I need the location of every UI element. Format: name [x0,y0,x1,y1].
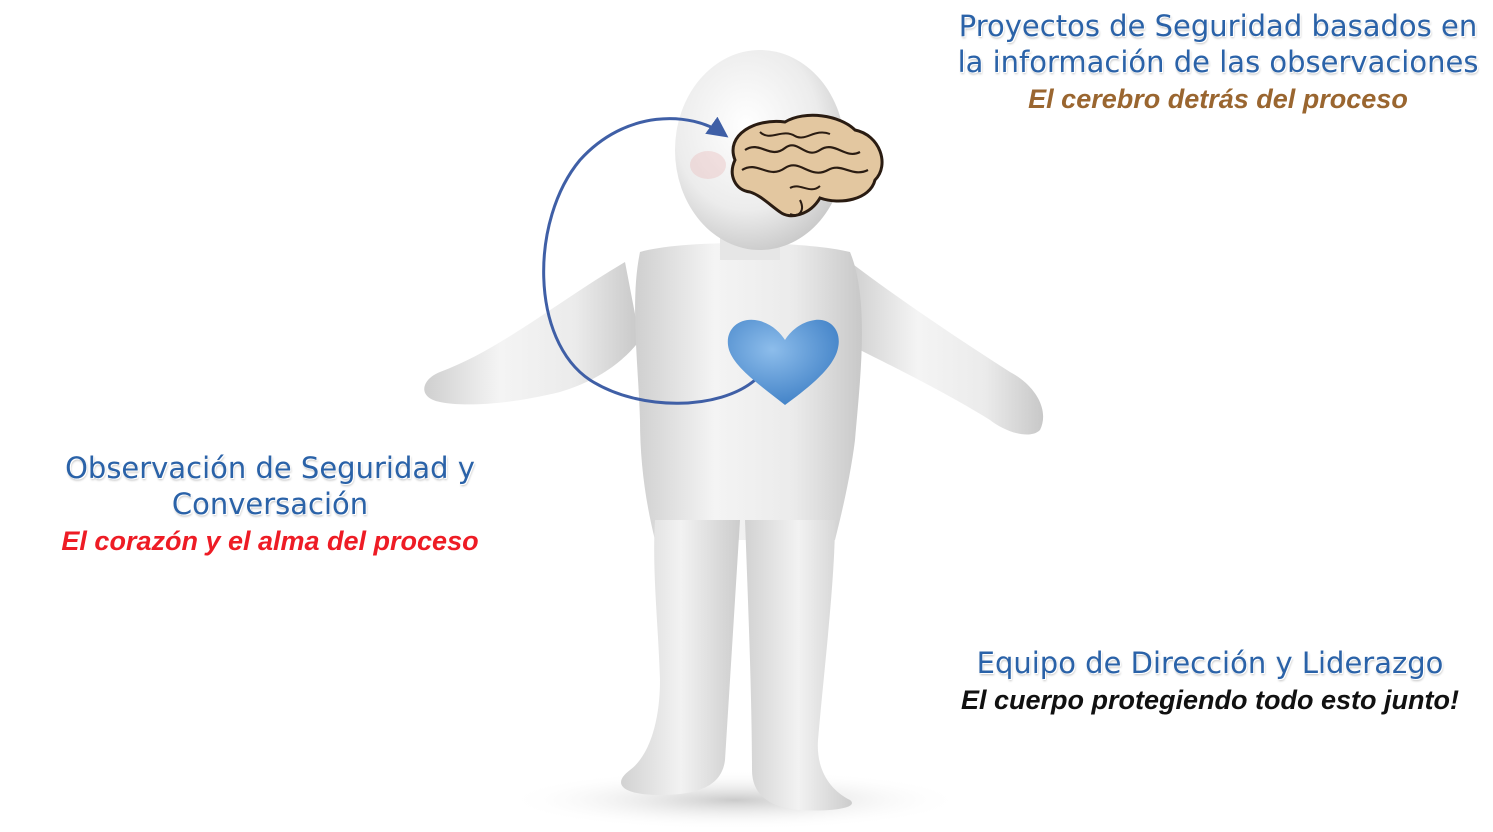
callout-heart-subtitle: El corazón y el alma del proceso [61,526,479,556]
left-arm [424,262,640,405]
right-arm [850,262,1044,435]
brain-icon [730,113,884,218]
callout-body: Equipo de Dirección y Liderazgo El cuerp… [940,645,1480,717]
ground-shadow [505,770,965,830]
curved-arrow [542,116,756,405]
cheek-blush [690,151,726,179]
right-leg [745,520,852,811]
callout-brain-subtitle: El cerebro detrás del proceso [1028,84,1408,114]
callout-heart: Observación de Seguridad y Conversación … [0,450,540,558]
heart-icon [727,319,839,405]
callout-heart-title: Observación de Seguridad y Conversación [65,451,475,521]
left-leg [621,520,740,795]
torso [635,243,862,540]
callout-brain-title: Proyectos de Seguridad basados en la inf… [957,9,1479,79]
callout-body-subtitle: El cuerpo protegiendo todo esto junto! [961,685,1459,715]
callout-brain: Proyectos de Seguridad basados en la inf… [948,8,1488,116]
callout-body-title: Equipo de Dirección y Liderazgo [976,646,1444,680]
